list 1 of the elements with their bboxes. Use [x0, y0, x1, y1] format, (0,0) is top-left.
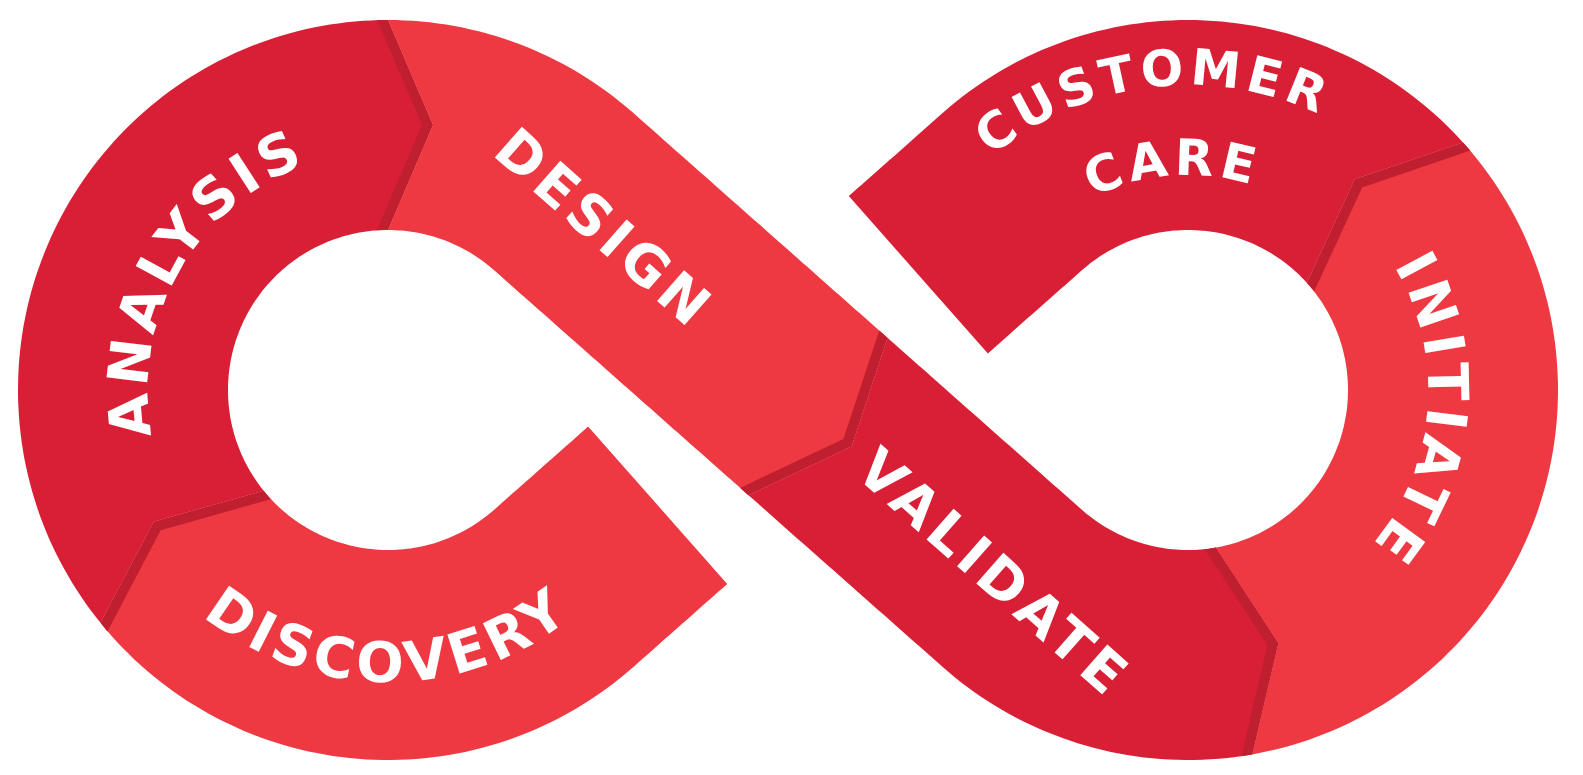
arrow-segment — [748, 337, 1279, 760]
